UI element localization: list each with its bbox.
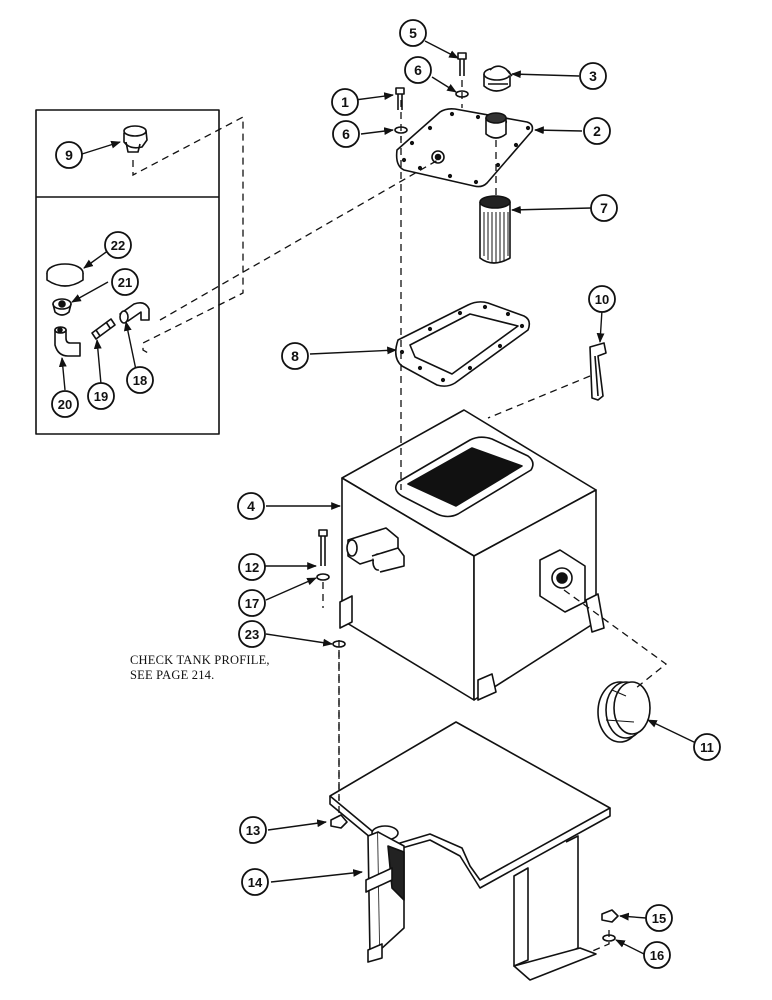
callout-number-15: 15 bbox=[652, 911, 666, 926]
filler-cap-top-part bbox=[483, 65, 513, 92]
callout-circle-23 bbox=[238, 620, 266, 648]
callout-number-18: 18 bbox=[133, 373, 147, 388]
callout-number-9: 9 bbox=[65, 147, 73, 163]
callout-number-4: 4 bbox=[247, 498, 255, 514]
callout-circle-5 bbox=[399, 19, 427, 47]
callout-circle-9 bbox=[55, 141, 83, 169]
exploded-view-lines bbox=[132, 80, 668, 953]
mounting-stand-part bbox=[329, 721, 611, 981]
callout-number-2: 2 bbox=[593, 123, 601, 139]
breather-cap-part bbox=[123, 125, 148, 153]
callout-number-12: 12 bbox=[245, 560, 259, 575]
callout-number-8: 8 bbox=[291, 348, 299, 364]
callout-number-22: 22 bbox=[111, 238, 125, 253]
callout-circle-1 bbox=[331, 88, 359, 116]
cleanout-plug-part bbox=[597, 681, 651, 743]
callout-number-3: 3 bbox=[589, 68, 597, 84]
callout-circle-2 bbox=[583, 117, 611, 145]
callout-number-19: 19 bbox=[94, 389, 108, 404]
callout-number-11: 11 bbox=[700, 740, 714, 755]
callout-number-17: 17 bbox=[245, 596, 259, 611]
callout-number-7: 7 bbox=[600, 200, 608, 216]
callout-circle-12 bbox=[238, 553, 266, 581]
note-line-1: CHECK TANK PROFILE, bbox=[130, 653, 270, 667]
callout-circle-10 bbox=[588, 285, 616, 313]
callout-circle-3 bbox=[579, 62, 607, 90]
callout-number-23: 23 bbox=[245, 627, 259, 642]
callout-circle-6 bbox=[332, 120, 360, 148]
sight-gauge-part bbox=[589, 342, 607, 401]
callout-circle-20 bbox=[51, 390, 79, 418]
callout-circle-8 bbox=[281, 342, 309, 370]
callout-circle-11 bbox=[693, 733, 721, 761]
filler-cap-part bbox=[46, 263, 84, 287]
note-line-2: SEE PAGE 214. bbox=[130, 668, 215, 682]
callout-circle-7 bbox=[590, 194, 618, 222]
inset-panel bbox=[35, 109, 220, 435]
callout-circle-13 bbox=[239, 816, 267, 844]
callout-circle-19 bbox=[87, 382, 115, 410]
cover-plate-part bbox=[395, 108, 534, 188]
callout-number-6: 6 bbox=[414, 62, 422, 78]
cap-screws bbox=[395, 52, 467, 110]
callout-number-21: 21 bbox=[118, 275, 132, 290]
callout-circle-6 bbox=[404, 56, 432, 84]
street-elbow-part bbox=[119, 302, 150, 324]
callout-number-6: 6 bbox=[342, 126, 350, 142]
adapter-part bbox=[52, 298, 72, 316]
pipe-nipple-part bbox=[91, 318, 116, 340]
callout-circle-17 bbox=[238, 589, 266, 617]
elbow-part bbox=[54, 326, 81, 357]
callout-number-20: 20 bbox=[58, 397, 72, 412]
callout-circle-15 bbox=[645, 904, 673, 932]
hydraulic-tank-part bbox=[339, 409, 605, 701]
callout-number-10: 10 bbox=[595, 292, 609, 307]
tank-profile-note: CHECK TANK PROFILE, SEE PAGE 214. bbox=[130, 653, 270, 683]
callout-number-1: 1 bbox=[341, 94, 349, 110]
callout-circle-18 bbox=[126, 366, 154, 394]
leader-lines bbox=[58, 40, 699, 955]
callout-circle-16 bbox=[643, 941, 671, 969]
callout-number-16: 16 bbox=[650, 948, 664, 963]
gasket-part bbox=[394, 301, 531, 387]
callout-number-5: 5 bbox=[409, 25, 417, 41]
callout-circle-22 bbox=[104, 231, 132, 259]
callout-number-14: 14 bbox=[248, 875, 263, 890]
callout-circle-14 bbox=[241, 868, 269, 896]
callout-circle-4 bbox=[237, 492, 265, 520]
callout-circle-21 bbox=[111, 268, 139, 296]
filter-element-part bbox=[479, 195, 511, 264]
callout-number-13: 13 bbox=[246, 823, 260, 838]
